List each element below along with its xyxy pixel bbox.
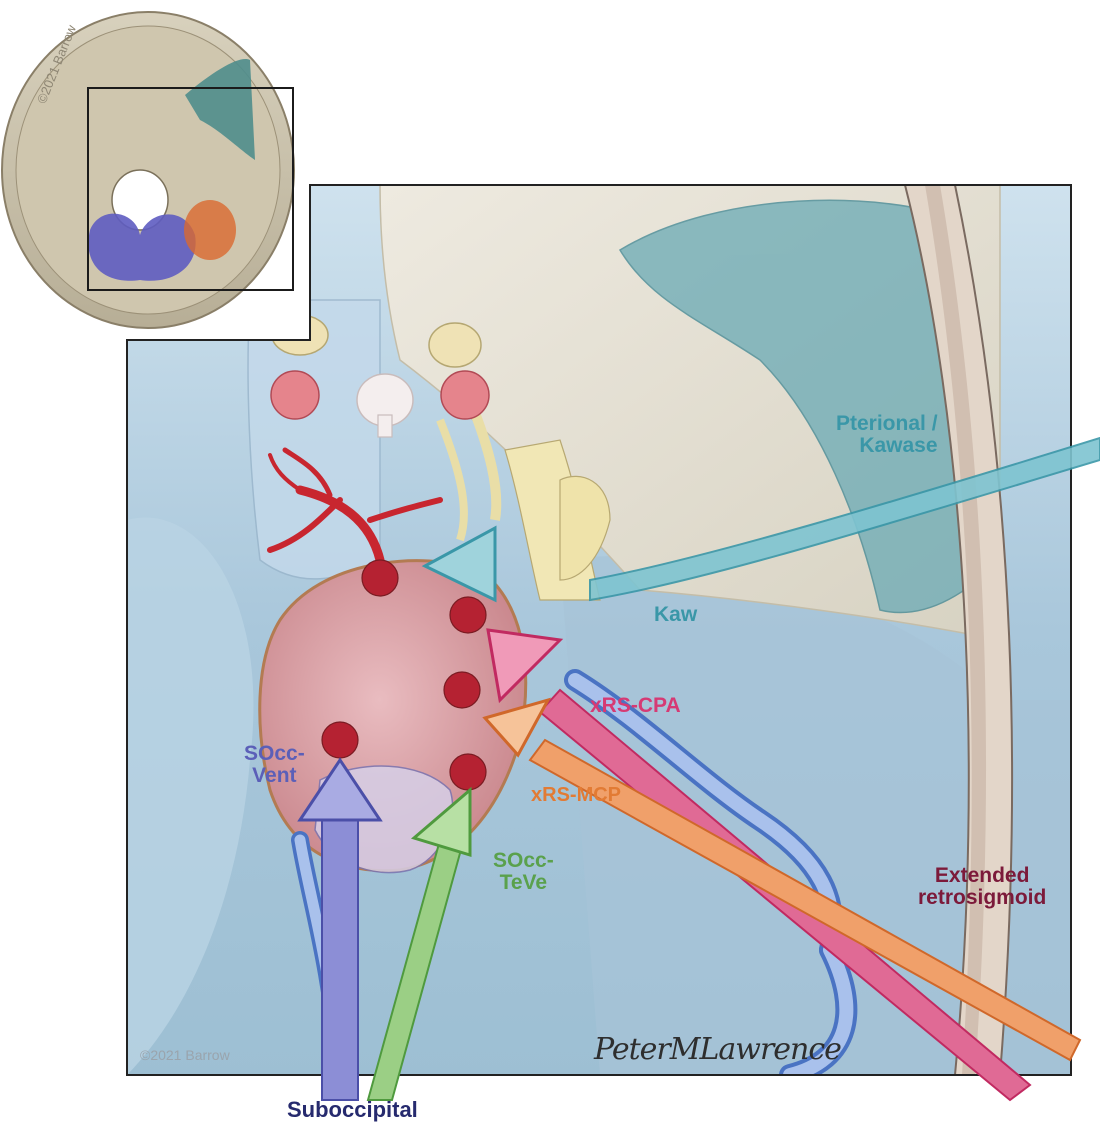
label-xrs-cpa: xRS-CPA [590,694,681,717]
copyright-main: ©2021 Barrow [140,1047,230,1063]
xrs-mcp-arrow [482,697,1082,1062]
label-kaw: Kaw [654,603,698,626]
label-suboccipital: Suboccipital [287,1097,418,1122]
label-extended-retrosigmoid: Extended retrosigmoid [918,864,1047,910]
pterional-kawase-arrow [421,436,1100,603]
tumor-nodules [321,559,487,791]
label-xrs-mcp: xRS-MCP [531,784,622,806]
arteries [267,447,443,565]
skull-base-inset [1,11,295,329]
socc-vent-arrow [297,757,383,1101]
main-anatomy-view [127,185,1071,1075]
label-socc-teve: SOcc- TeVe [493,849,554,895]
socc-teve-arrow [366,786,472,1101]
label-socc-vent: SOcc- Vent [244,742,305,788]
inset-region-box [87,87,294,291]
label-pterional-kawase: Pterional / Kawase [836,412,938,458]
artist-signature: PeterMLawrence [594,1032,842,1067]
skull-section [903,185,1014,1075]
main-frame-border [126,184,1072,1076]
